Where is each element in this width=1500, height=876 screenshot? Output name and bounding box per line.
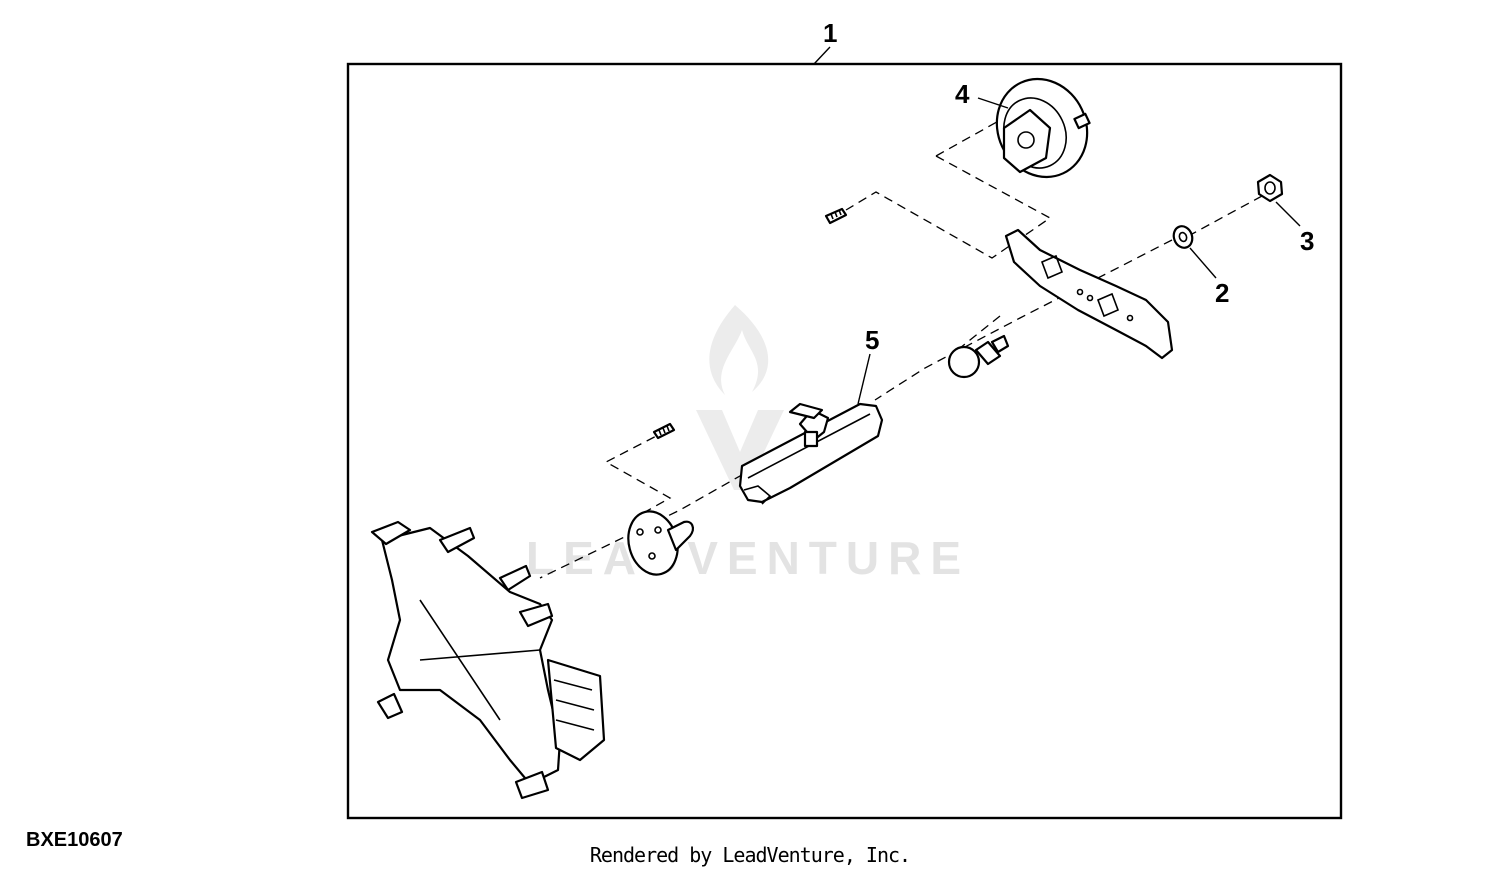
suction-cup-base <box>995 77 1091 179</box>
svg-text:4: 4 <box>955 79 970 109</box>
watermark-flame-logo <box>696 305 784 490</box>
figure-id: BXE10607 <box>26 829 123 851</box>
mounting-bracket <box>1004 228 1174 360</box>
svg-text:5: 5 <box>865 325 879 355</box>
svg-text:1: 1 <box>823 18 837 48</box>
callout-3[interactable]: 3 <box>1275 201 1314 256</box>
round-ball-base <box>627 510 694 576</box>
callout-1[interactable]: 1 <box>813 18 837 65</box>
double-socket-arm <box>738 402 884 505</box>
callout-2[interactable]: 2 <box>1189 247 1229 308</box>
rendered-by-footer: Rendered by LeadVenture, Inc. <box>589 843 911 867</box>
svg-text:2: 2 <box>1215 278 1229 308</box>
watermark: LEADVENTURE <box>526 305 970 584</box>
kit-frame <box>346 62 1343 820</box>
hex-nut <box>1256 173 1284 203</box>
watermark-text: LEADVENTURE <box>526 532 970 584</box>
callout-5[interactable]: 5 <box>857 325 879 405</box>
ball-stud <box>947 334 1010 379</box>
screw-upper <box>824 207 848 225</box>
x-grip-cradle <box>370 520 606 800</box>
screw-lower <box>652 422 676 440</box>
callout-4[interactable]: 4 <box>955 79 1009 109</box>
svg-text:3: 3 <box>1300 226 1314 256</box>
washer <box>1172 225 1194 249</box>
